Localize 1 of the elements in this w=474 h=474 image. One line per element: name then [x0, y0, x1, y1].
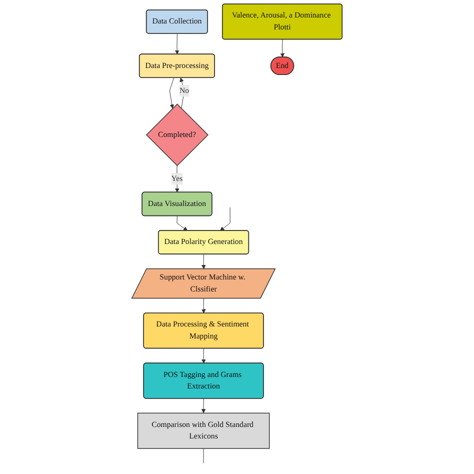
connector	[203, 448, 204, 464]
